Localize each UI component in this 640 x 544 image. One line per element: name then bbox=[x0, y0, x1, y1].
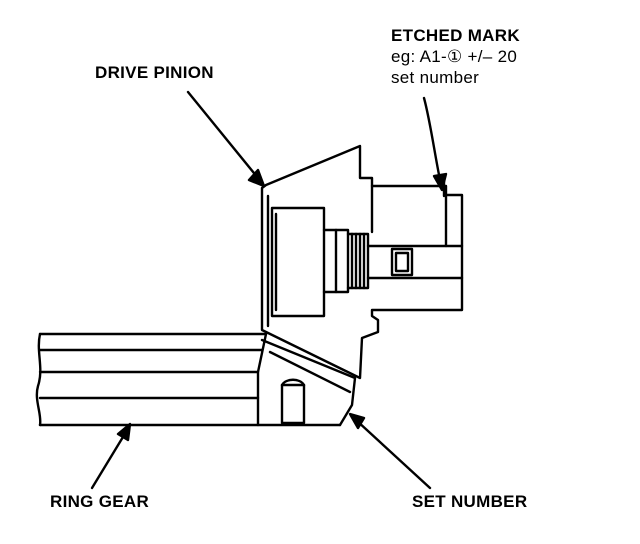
set-number-label: SET NUMBER bbox=[412, 492, 528, 511]
etched-mark-title: ETCHED MARK bbox=[391, 26, 520, 45]
drive-pinion bbox=[260, 144, 464, 380]
etched-mark-example: eg: A1-① +/– 20 bbox=[391, 47, 518, 66]
etched-mark-label: ETCHED MARK eg: A1-① +/– 20 set number bbox=[391, 25, 520, 88]
etched-mark-caption: set number bbox=[391, 68, 480, 87]
leader-etched-mark bbox=[422, 96, 448, 192]
leader-set-number bbox=[348, 412, 432, 490]
ring-gear-label: RING GEAR bbox=[50, 492, 150, 511]
ring-gear bbox=[35, 332, 357, 427]
leader-drive-pinion bbox=[186, 90, 266, 188]
leader-ring-gear bbox=[90, 422, 132, 490]
drive-pinion-label: DRIVE PINION bbox=[95, 63, 214, 82]
